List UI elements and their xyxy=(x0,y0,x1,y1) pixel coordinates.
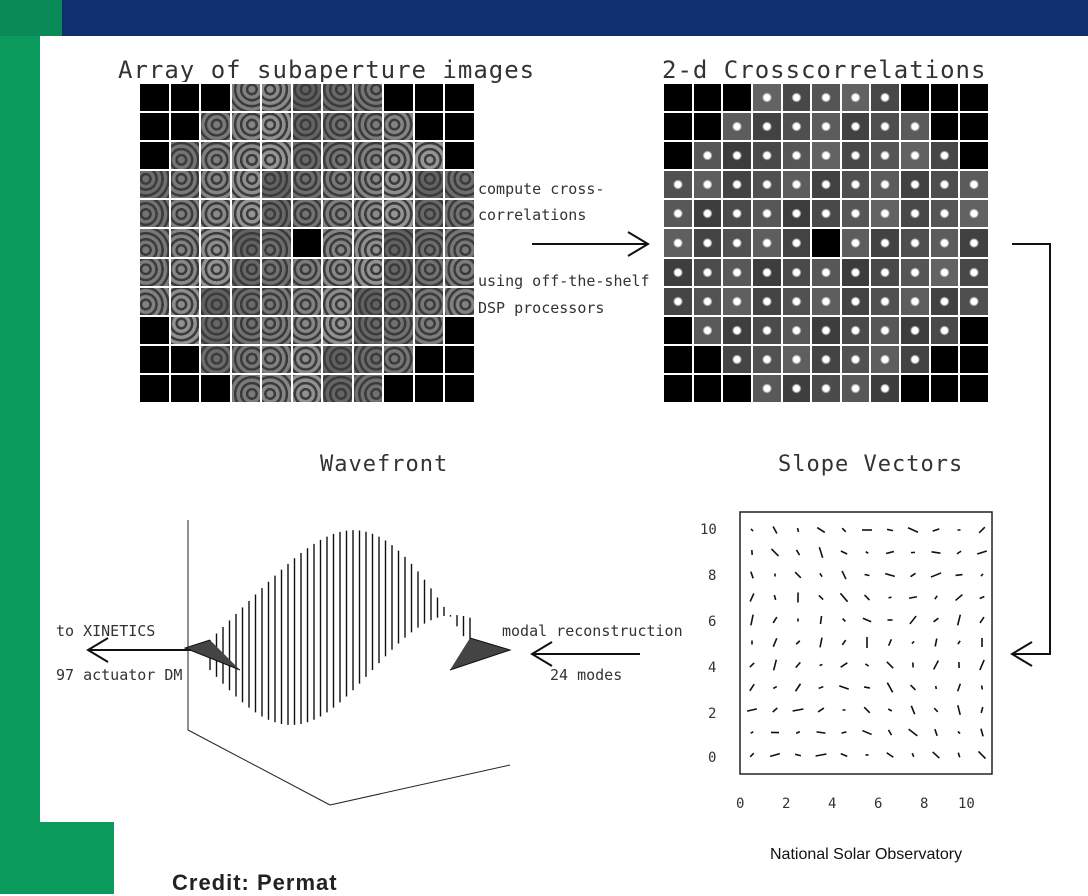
slope-vector xyxy=(936,686,937,689)
x-tick-6: 6 xyxy=(874,796,882,812)
y-tick-2: 2 xyxy=(708,706,716,722)
credit-label: Credit: Permat xyxy=(172,870,338,896)
x-tick-2: 2 xyxy=(782,796,790,812)
slope-vector xyxy=(889,597,892,598)
y-tick-10: 10 xyxy=(700,522,717,538)
slope-vector xyxy=(982,686,983,690)
slope-plot-frame xyxy=(740,512,992,774)
slope-vector xyxy=(865,575,870,576)
wavefront-mesh xyxy=(185,530,510,725)
slope-vector xyxy=(798,528,799,532)
slope-vector xyxy=(820,616,821,624)
y-tick-0: 0 xyxy=(708,750,716,766)
wavefront-y-axis xyxy=(330,765,510,805)
x-tick-0: 0 xyxy=(736,796,744,812)
mesh-wings xyxy=(185,638,510,670)
slope-vectors-title: Slope Vectors xyxy=(778,452,963,477)
y-tick-8: 8 xyxy=(708,568,716,584)
x-tick-4: 4 xyxy=(828,796,836,812)
step2-line2: 24 modes xyxy=(550,666,622,684)
x-tick-8: 8 xyxy=(920,796,928,812)
output-line2: 97 actuator DM xyxy=(56,666,182,684)
step2-line1: modal reconstruction xyxy=(502,622,683,640)
wavefront-x-axis xyxy=(188,730,330,805)
slope-vector xyxy=(820,665,823,666)
y-tick-4: 4 xyxy=(708,660,716,676)
wavefront-surface-plot xyxy=(180,520,520,850)
wavefront-title: Wavefront xyxy=(320,452,448,477)
y-tick-6: 6 xyxy=(708,614,716,630)
x-tick-10: 10 xyxy=(958,796,975,812)
source-label: National Solar Observatory xyxy=(770,846,962,864)
slope-vector xyxy=(956,575,963,576)
arrow-to-slopes xyxy=(1012,244,1050,654)
slope-vector-plot xyxy=(730,510,1000,790)
output-line1: to XINETICS xyxy=(56,622,155,640)
